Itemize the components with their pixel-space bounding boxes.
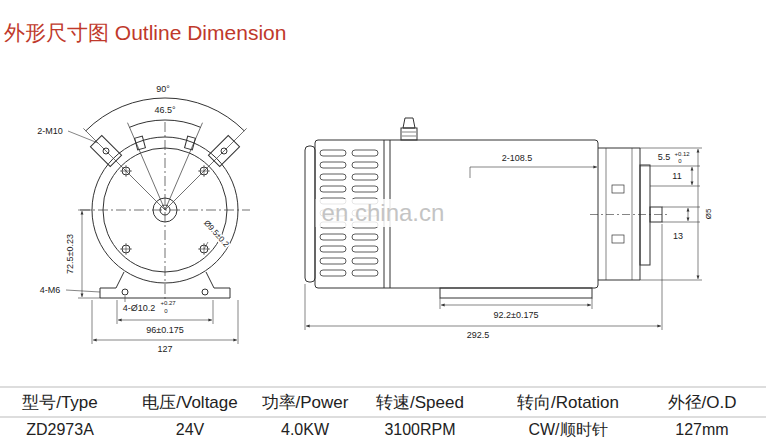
diameter-label: Ø5: [705, 208, 713, 221]
watermark: en.china.cn: [316, 199, 451, 227]
angle-label: 46.5°: [153, 106, 176, 115]
angle-label: 90°: [155, 85, 171, 94]
table-header: 外径/O.D: [667, 394, 738, 411]
table-header: 转向/Rotation: [516, 394, 620, 411]
dimension-label: 2-108.5: [501, 154, 534, 163]
table-header: 型号/Type: [21, 394, 99, 411]
table-cell: ZD2973A: [25, 422, 95, 438]
page-title: 外形尺寸图 Outline Dimension: [4, 22, 286, 43]
table-cell: 4.0KW: [280, 422, 330, 438]
tolerance-label: +0.12: [673, 151, 690, 157]
dimension-label: 96±0.175: [145, 326, 184, 335]
dimension-label: 11: [671, 172, 682, 181]
tolerance-label: +0.27: [159, 300, 176, 306]
thread-label: 2-M10: [36, 127, 64, 136]
dimension-label: 72.5±0.23: [66, 233, 75, 275]
dimension-label: 5.5: [657, 153, 672, 162]
table-cell: 24V: [175, 422, 205, 438]
table-header: 转速/Speed: [375, 394, 465, 411]
thread-label: 4-M6: [39, 286, 62, 295]
dimension-label: 127: [156, 345, 173, 354]
diameter-label: Ø9.5±0.2: [201, 218, 230, 249]
tolerance-label: 0: [677, 158, 682, 164]
table-header: 电压/Voltage: [141, 394, 238, 411]
table-header: 功率/Power: [261, 394, 350, 411]
dimension-label: 13: [672, 232, 684, 241]
table-cell: 127mm: [674, 422, 729, 438]
dimension-label: 292.5: [466, 331, 491, 340]
dimension-label: 92.2±0.175: [493, 311, 540, 320]
table-cell: 3100RPM: [383, 422, 456, 438]
tolerance-label: 0: [163, 308, 168, 314]
table-cell: CW/顺时针: [527, 422, 608, 438]
hole-label: 4-Ø10.2: [122, 304, 157, 313]
